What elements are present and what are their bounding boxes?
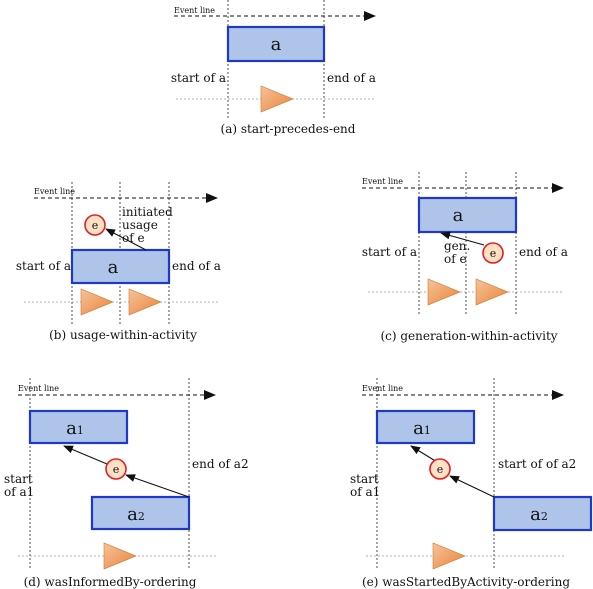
arrowhead-icon (206, 193, 218, 203)
orange-triangle-icon (103, 542, 137, 570)
activity-box (417, 196, 518, 234)
activity-label: a (108, 257, 119, 278)
orange-triangle-icon (128, 288, 162, 316)
panel-b: Event line a start of a end of a e initi… (16, 182, 221, 342)
generation-arrow (63, 445, 108, 465)
event-line-label: Event line (34, 187, 75, 196)
arrowhead-icon (364, 11, 376, 21)
activity-1-label: a1 (66, 418, 84, 439)
entity-circle (482, 242, 504, 264)
usage-arrow (125, 474, 190, 498)
note-line: gen. (444, 239, 470, 253)
event-line-label: Event line (174, 6, 215, 15)
event-line-label: Event line (362, 177, 403, 186)
arrowhead-icon (552, 183, 564, 193)
activity-label: a (271, 34, 282, 55)
start-label: start of a (362, 245, 417, 259)
activity-box-2 (492, 495, 593, 532)
orange-triangle-icon (475, 278, 509, 306)
caption: (a) start-precedes-end (221, 122, 356, 136)
note-line: initiated (122, 205, 173, 219)
orange-triangle-icon (427, 278, 461, 306)
activity-box-2 (90, 495, 191, 531)
generation-arrow (440, 231, 485, 246)
activity-box-1 (28, 409, 129, 445)
entity-circle (105, 458, 127, 480)
note-line: of e (122, 231, 145, 245)
arrowhead-icon (204, 390, 216, 400)
caption: (d) wasInformedBy-ordering (24, 575, 197, 589)
end-label: end of a (519, 245, 568, 259)
generation-arrow (410, 445, 438, 463)
start-label: start of a (171, 71, 226, 85)
note-line: usage (122, 218, 158, 232)
start-label-line: start (4, 472, 33, 486)
event-line-label: Event line (18, 384, 59, 393)
entity-label: e (113, 463, 120, 476)
start-label-line: of a1 (4, 485, 34, 499)
activity-2-label: a2 (127, 504, 145, 525)
caption: (b) usage-within-activity (49, 328, 197, 342)
usage-arrow (449, 475, 495, 498)
activity-box (226, 25, 326, 63)
caption: (c) generation-within-activity (380, 329, 557, 343)
panel-e: Event line a1 a2 e start of a1 start of … (350, 378, 593, 589)
orange-triangle-icon (80, 288, 114, 316)
activity-2-label: a2 (530, 504, 548, 525)
start-label-line: of a1 (350, 485, 380, 499)
end-label: end of a (172, 259, 221, 273)
entity-label: e (490, 247, 497, 260)
activity-box (70, 248, 171, 285)
entity-label: e (92, 219, 99, 232)
orange-triangle-icon (432, 542, 466, 570)
usage-arrow (105, 228, 147, 251)
start-label-line: start (350, 472, 379, 486)
panel-d: Event line a1 a2 e start of a1 end of a2… (4, 378, 249, 589)
start-a2-label: start of of a2 (498, 457, 576, 471)
activity-1-label: a1 (413, 418, 431, 439)
event-line-label: Event line (362, 384, 403, 393)
activity-label: a (453, 205, 464, 226)
orange-triangle-icon (260, 85, 294, 113)
panel-a: Event line a start of a end of a (a) sta… (171, 0, 376, 136)
start-label: start of a (16, 259, 71, 273)
activity-box-1 (375, 409, 476, 445)
entity-label: e (437, 463, 444, 476)
note-line: of e (444, 252, 467, 266)
end-label: end of a2 (192, 457, 249, 471)
panel-c: Event line a start of a end of a e gen. … (362, 172, 568, 343)
caption: (e) wasStartedByActivity-ordering (362, 575, 570, 589)
arrowhead-icon (552, 390, 564, 400)
end-label: end of a (327, 71, 376, 85)
entity-circle (84, 214, 106, 236)
entity-circle (429, 458, 451, 480)
